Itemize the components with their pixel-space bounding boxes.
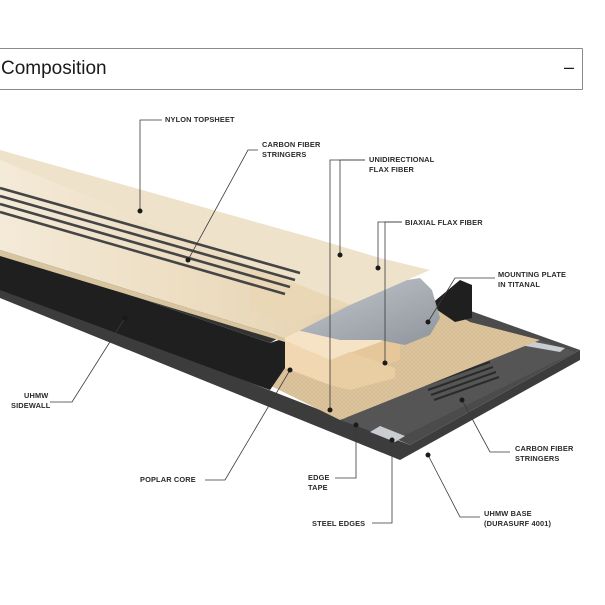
leader-lines <box>50 119 510 524</box>
titanal-mounting-plate <box>275 278 440 345</box>
label-uhmw-base-line2: (DURASURF 4001) <box>484 519 552 528</box>
nylon-topsheet <box>0 150 430 342</box>
label-uhmw-base-line1: UHMW BASE <box>484 509 532 518</box>
label-mounting-plate-line1: MOUNTING PLATE <box>498 270 566 279</box>
collapse-icon[interactable]: – <box>563 57 574 77</box>
label-mounting-plate-line2: IN TITANAL <box>498 280 540 289</box>
top-carbon-stringers <box>0 186 301 296</box>
label-biaxial-flax: BIAXIAL FLAX FIBER <box>405 218 483 227</box>
label-steel-edges: STEEL EDGES <box>312 519 365 528</box>
label-uhmw-sidewall-line1: UHMW <box>24 391 48 400</box>
label-carbon-fiber-bottom-line1: CARBON FIBER <box>515 444 574 453</box>
ski-composition-diagram: NYLON TOPSHEET CARBON FIBER STRINGERS UN… <box>0 115 580 528</box>
label-uhmw-sidewall-line2: SIDEWALL <box>11 401 51 410</box>
label-carbon-fiber-bottom-line2: STRINGERS <box>515 454 559 463</box>
label-edge-tape-line1: EDGE <box>308 473 330 482</box>
composition-accordion-header[interactable]: Composition – <box>0 48 583 90</box>
label-unidirectional-flax-line2: FLAX FIBER <box>369 165 415 174</box>
label-carbon-fiber-top-line1: CARBON FIBER <box>262 140 321 149</box>
label-edge-tape-line2: TAPE <box>308 483 328 492</box>
label-nylon-topsheet: NYLON TOPSHEET <box>165 115 235 124</box>
accordion-title: Composition <box>1 58 107 79</box>
label-poplar-core: POPLAR CORE <box>140 475 196 484</box>
label-unidirectional-flax-line1: UNIDIRECTIONAL <box>369 155 435 164</box>
leader-dots <box>122 208 465 458</box>
label-carbon-fiber-top-line2: STRINGERS <box>262 150 306 159</box>
